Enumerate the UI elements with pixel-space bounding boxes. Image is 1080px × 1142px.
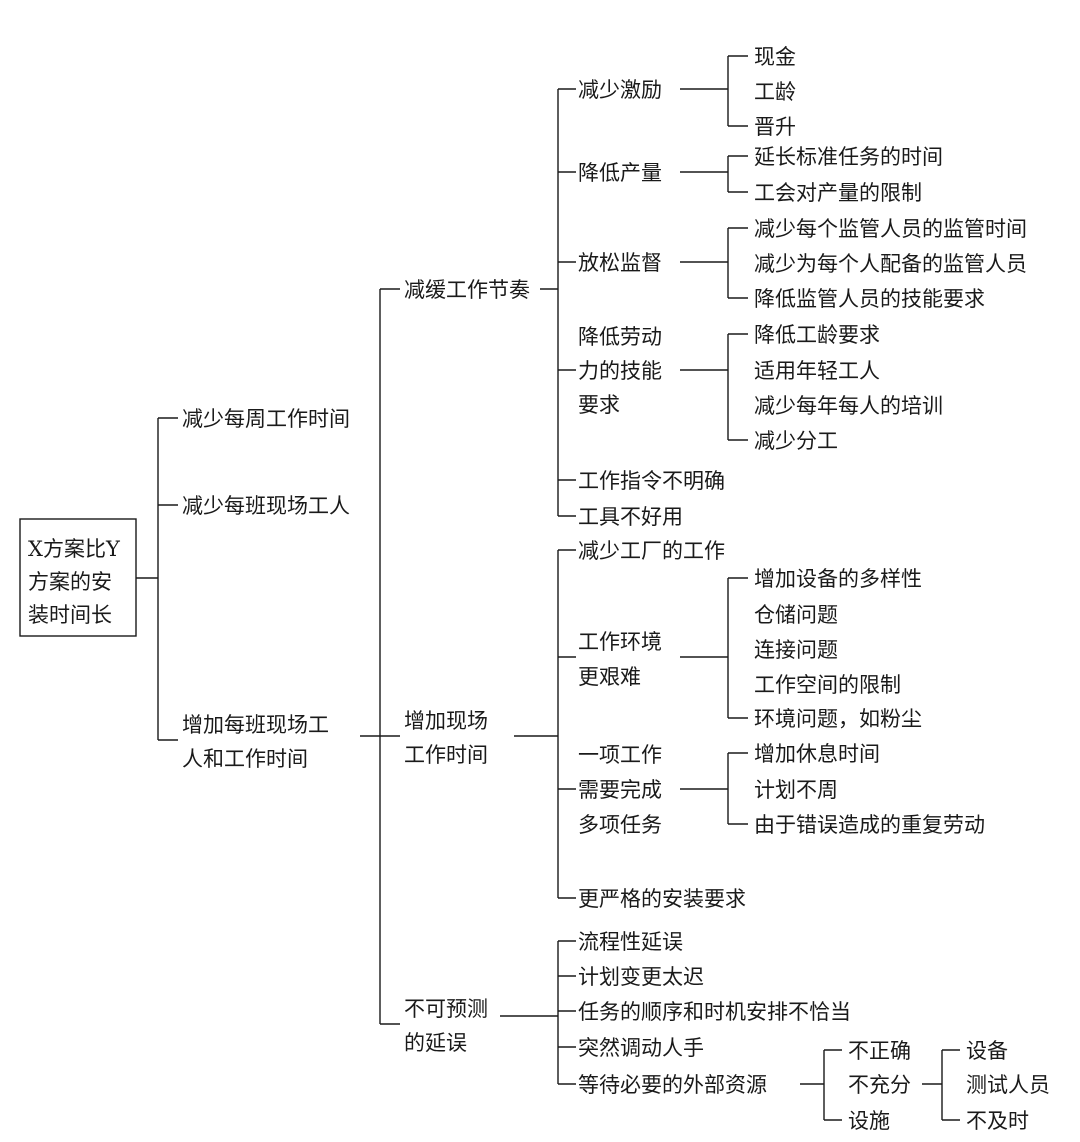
strict-requirements: 更严格的安装要求 <box>578 887 746 911</box>
output-child: 延长标准任务的时间 <box>754 145 943 169</box>
multitask-child: 增加休息时间 <box>754 742 880 766</box>
root-line-1: X方案比Y <box>28 537 121 561</box>
root-line-3: 装时间长 <box>28 603 112 627</box>
level1-shift-workers: 减少每班现场工人 <box>182 494 350 518</box>
poor-tools: 工具不好用 <box>578 505 683 529</box>
environment-child: 增加设备的多样性 <box>754 567 922 591</box>
multitask-child: 计划不周 <box>754 778 838 802</box>
unclear-instructions: 工作指令不明确 <box>578 469 725 493</box>
incentive-child: 晋升 <box>754 115 796 139</box>
factory-work: 减少工厂的工作 <box>578 539 725 563</box>
environment-child: 工作空间的限制 <box>754 673 901 697</box>
multitask-label-line-3: 多项任务 <box>578 813 662 837</box>
plan-change: 计划变更太迟 <box>578 965 704 989</box>
skill-label-line-3: 要求 <box>578 393 620 417</box>
level2-onsite-line-1: 增加现场 <box>404 709 488 733</box>
waiting-type: 设备 <box>966 1039 1008 1063</box>
skill-label-line-1: 降低劳动 <box>578 325 662 349</box>
waiting-quality: 设施 <box>848 1109 890 1133</box>
level2-onsite-line-2: 工作时间 <box>404 743 488 767</box>
incentive-label: 减少激励 <box>578 78 662 102</box>
incentive-child: 现金 <box>754 45 796 69</box>
waiting-type: 不及时 <box>966 1109 1029 1133</box>
level2-delays-line-2: 的延误 <box>404 1031 467 1055</box>
skill-child: 适用年轻工人 <box>754 359 880 383</box>
task-sequence: 任务的顺序和时机安排不恰当 <box>578 1000 851 1024</box>
environment-label-line-1: 工作环境 <box>578 630 662 654</box>
level1-increase-line-2: 人和工作时间 <box>182 747 308 771</box>
multitask-child: 由于错误造成的重复劳动 <box>754 813 985 837</box>
output-label: 降低产量 <box>578 161 662 185</box>
environment-label-line-2: 更艰难 <box>578 665 641 689</box>
waiting-type: 测试人员 <box>966 1073 1050 1097</box>
supervision-child: 减少为每个人配备的监管人员 <box>754 252 1027 276</box>
environment-child: 连接问题 <box>754 638 838 662</box>
waiting-resources: 等待必要的外部资源 <box>578 1073 767 1097</box>
level2-delays-line-1: 不可预测 <box>404 997 488 1021</box>
multitask-label-line-1: 一项工作 <box>578 743 662 767</box>
incentive-child: 工龄 <box>754 80 796 104</box>
root-line-2: 方案的安 <box>28 570 112 594</box>
waiting-quality: 不充分 <box>848 1073 911 1097</box>
multitask-label-line-2: 需要完成 <box>578 778 662 802</box>
environment-child: 仓储问题 <box>754 603 838 627</box>
supervision-child: 减少每个监管人员的监管时间 <box>754 217 1027 241</box>
level2-slowdown: 减缓工作节奏 <box>404 278 530 302</box>
supervision-label: 放松监督 <box>578 251 662 275</box>
level1-weekly-hours: 减少每周工作时间 <box>182 407 350 431</box>
process-delay: 流程性延误 <box>578 930 683 954</box>
sudden-redeploy: 突然调动人手 <box>578 1036 704 1060</box>
skill-child: 减少分工 <box>754 429 838 453</box>
waiting-quality: 不正确 <box>848 1039 911 1063</box>
environment-child: 环境问题，如粉尘 <box>754 707 922 731</box>
output-child: 工会对产量的限制 <box>754 181 922 205</box>
level1-increase-line-1: 增加每班现场工 <box>182 713 329 737</box>
skill-label-line-2: 力的技能 <box>578 359 662 383</box>
skill-child: 降低工龄要求 <box>754 323 880 347</box>
skill-child: 减少每年每人的培训 <box>754 394 943 418</box>
supervision-child: 降低监管人员的技能要求 <box>754 287 985 311</box>
